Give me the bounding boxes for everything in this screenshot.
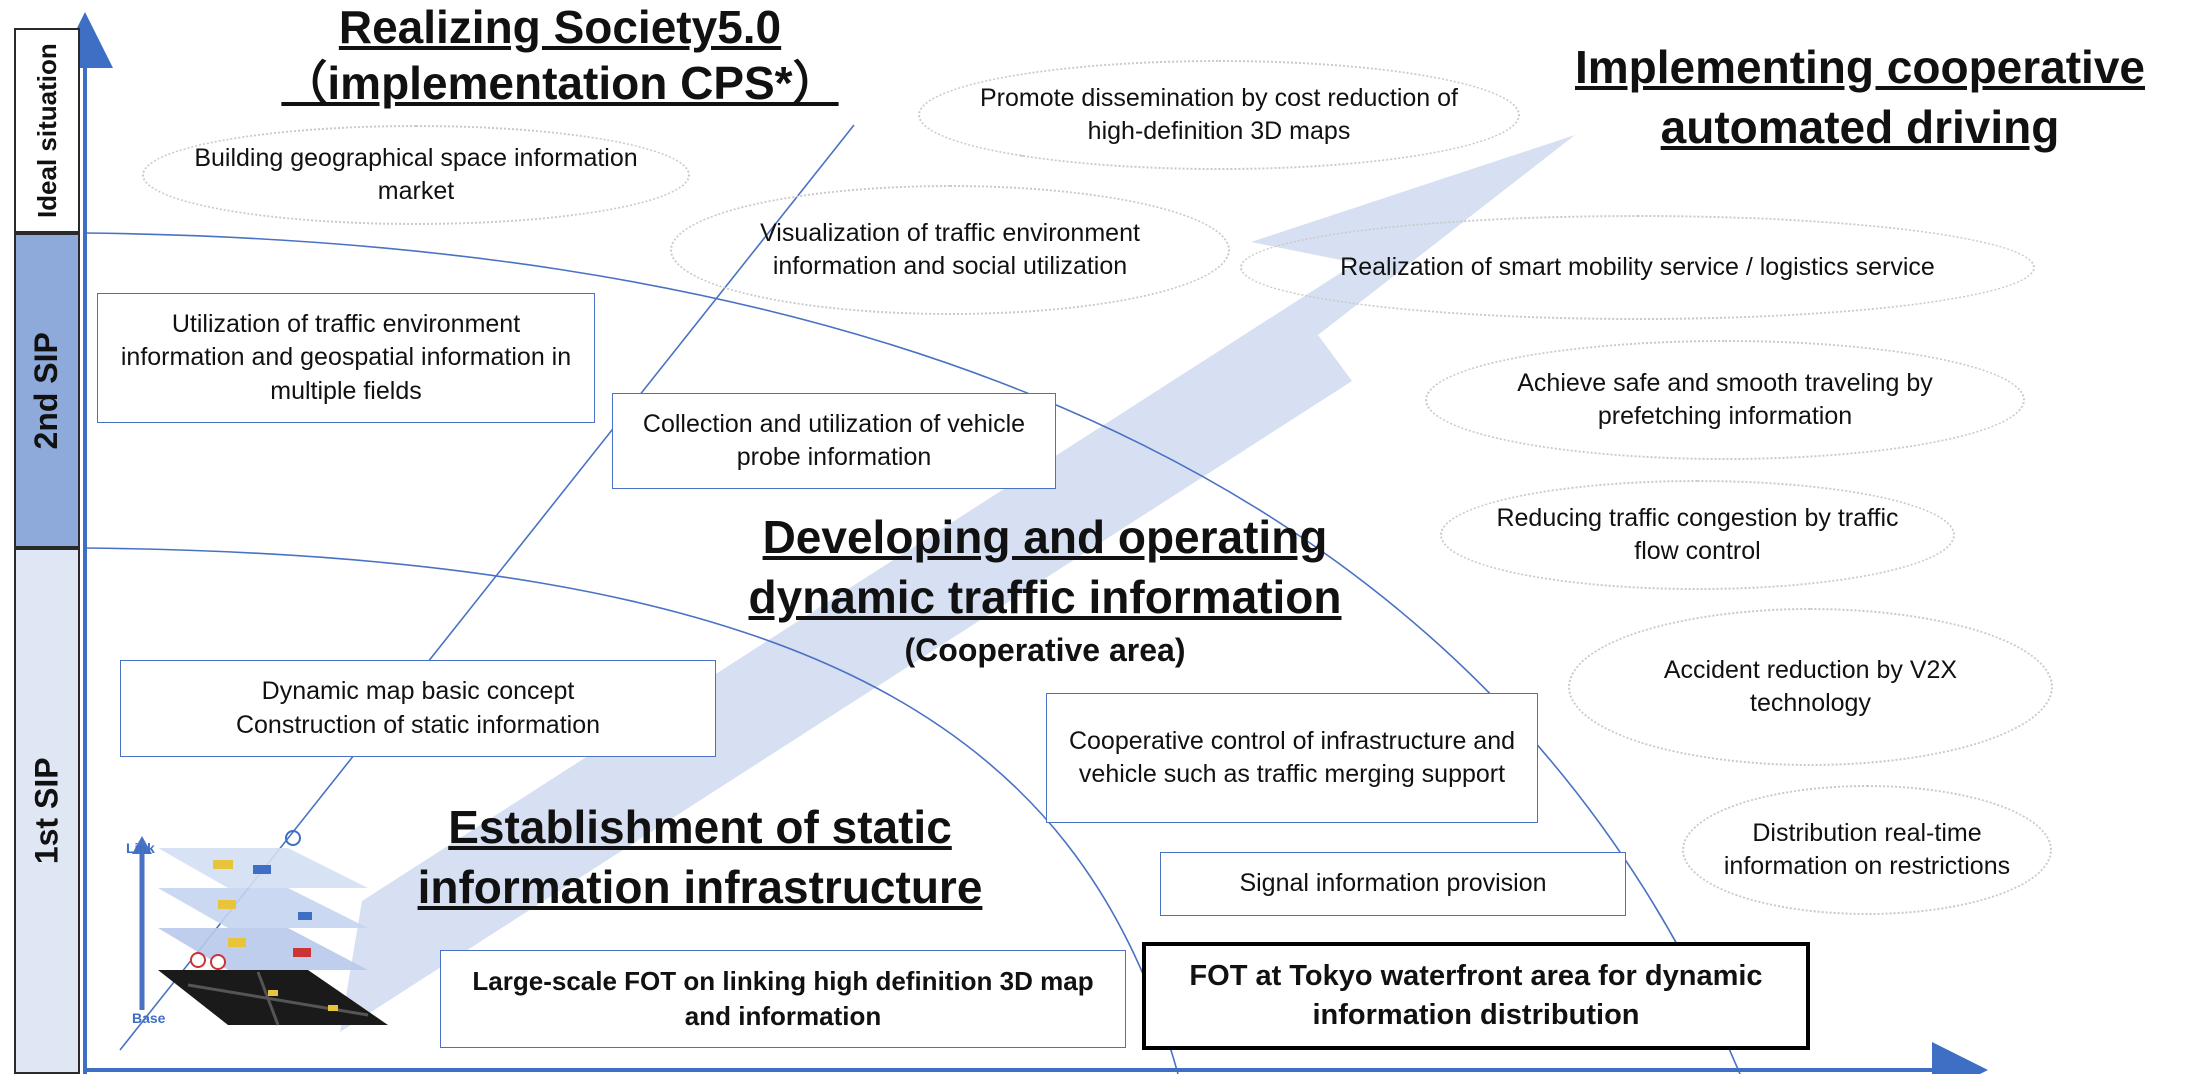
phase-1st-sip-label: 1st SIP [28,757,65,865]
oval-smart-mobility: Realization of smart mobility service / … [1240,215,2035,320]
phase-2nd-sip-label: 2nd SIP [28,331,65,450]
box-probe: Collection and utilization of vehicle pr… [612,393,1056,489]
society-heading-line2: （implementation CPS*） [281,57,839,109]
layered-map-graphic [132,830,388,1026]
dynamic-heading-line2: dynamic traffic information [748,571,1342,623]
dynamic-heading-line1: Developing and operating [762,511,1328,563]
layered-map-illustration: Link Base [118,820,408,1035]
box-dynamic-map: Dynamic map basic concept Construction o… [120,660,716,757]
box-large-fot: Large-scale FOT on linking high definiti… [440,950,1126,1048]
phase-2nd-sip: 2nd SIP [14,233,80,548]
illustration-bottom-label: Base [132,1010,166,1026]
oval-geo-market: Building geographical space information … [142,125,690,225]
static-heading-line2: information infrastructure [417,861,983,913]
box-coop-control: Cooperative control of infrastructure an… [1046,693,1538,823]
arc-1st-sip [83,547,1179,1074]
oval-realtime: Distribution real-time information on re… [1682,785,2052,915]
phase-ideal-label: Ideal situation [31,43,62,218]
phase-ideal: Ideal situation [14,28,80,233]
society-heading-line1: Realizing Society5.0 [338,1,782,53]
oval-accident: Accident reduction by V2X technology [1568,608,2053,766]
progress-arrow [340,135,1575,1032]
dynamic-subheading: (Cooperative area) [904,632,1186,668]
oval-congestion: Reducing traffic congestion by traffic f… [1440,480,1955,590]
phase-1st-sip: 1st SIP [14,548,80,1074]
oval-visualization: Visualization of traffic environment inf… [670,185,1230,315]
box-tokyo-fot: FOT at Tokyo waterfront area for dynamic… [1142,942,1810,1050]
cooperative-heading-line2: automated driving [1660,101,2060,153]
box-utilization: Utilization of traffic environment infor… [97,293,595,423]
oval-cost-reduction: Promote dissemination by cost reduction … [918,60,1520,170]
oval-safe-travel: Achieve safe and smooth traveling by pre… [1425,340,2025,460]
box-signal: Signal information provision [1160,852,1626,916]
cooperative-heading-line1: Implementing cooperative [1574,41,2145,93]
static-heading-line1: Establishment of static [448,801,952,853]
illustration-top-label: Link [126,840,155,856]
